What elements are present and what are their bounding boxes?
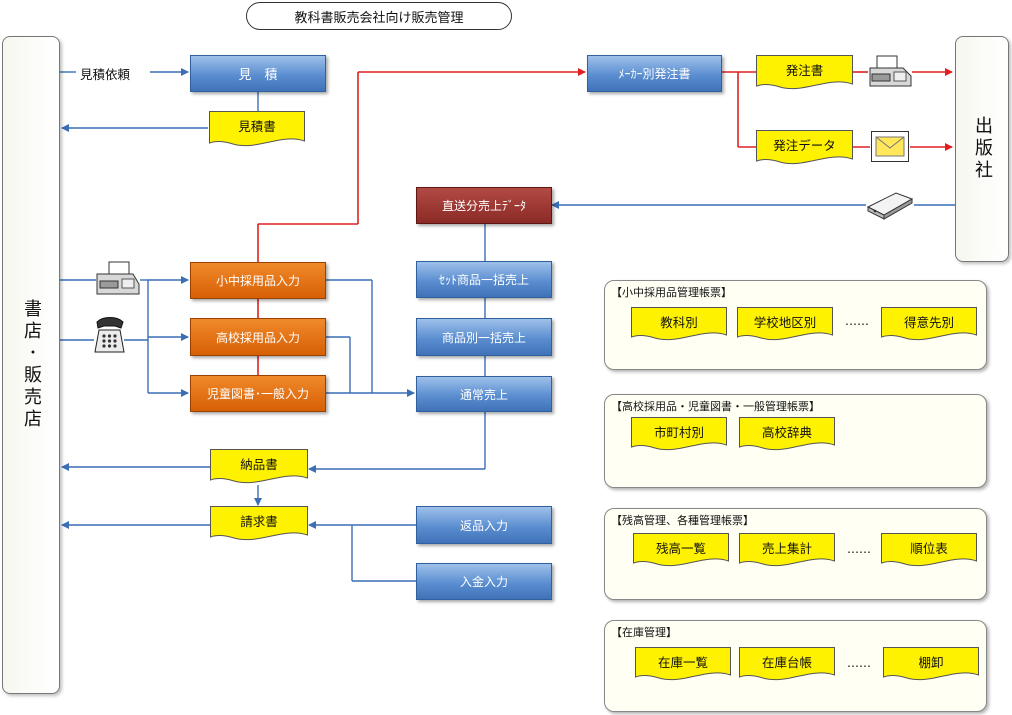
envelope-icon bbox=[871, 131, 909, 162]
report-item[interactable]: 在庫一覧 bbox=[635, 647, 731, 683]
estimate-document: 見積書 bbox=[209, 111, 305, 149]
direct-sales-data-process[interactable]: 直送分売上ﾃﾞｰﾀ bbox=[416, 187, 552, 224]
report-item[interactable]: 売上集計 bbox=[739, 533, 835, 569]
panel-title: 【小中採用品管理帳票】 bbox=[611, 286, 732, 299]
general-books-input[interactable]: 児童図書･一般入力 bbox=[190, 375, 326, 412]
delivery-document: 納品書 bbox=[210, 449, 308, 486]
report-item[interactable]: 学校地区別 bbox=[737, 307, 833, 343]
report-item-label: 順位表 bbox=[910, 541, 948, 556]
elementary-adoption-input[interactable]: 小中採用品入力 bbox=[190, 262, 326, 299]
ellipsis: …… bbox=[845, 314, 869, 328]
report-item[interactable]: 得意先別 bbox=[881, 307, 977, 343]
report-item-label: 教科別 bbox=[660, 315, 698, 330]
report-item-label: 在庫一覧 bbox=[657, 655, 708, 670]
invoice-document-label: 請求書 bbox=[240, 514, 278, 529]
report-item-label: 売上集計 bbox=[761, 541, 812, 556]
page-title: 教科書販売会社向け販売管理 bbox=[246, 2, 512, 30]
high-school-adoption-input[interactable]: 高校採用品入力 bbox=[190, 318, 326, 356]
ellipsis: …… bbox=[847, 656, 871, 670]
report-item-label: 得意先別 bbox=[903, 315, 954, 330]
publisher-entity: 出版社 bbox=[955, 36, 1009, 262]
inventory-panel: 【在庫管理】 在庫一覧 在庫台帳 …… 棚卸 bbox=[604, 620, 987, 712]
report-item[interactable]: 高校辞典 bbox=[739, 417, 835, 453]
order-document: 発注書 bbox=[756, 55, 853, 92]
order-data-document: 発注データ bbox=[756, 130, 853, 167]
panel-title: 【在庫管理】 bbox=[611, 626, 677, 639]
phone-icon bbox=[93, 316, 126, 356]
estimate-process[interactable]: 見 積 bbox=[190, 55, 326, 92]
panel-title: 【高校採用品・児童図書・一般管理帳票】 bbox=[611, 400, 820, 413]
report-item[interactable]: 教科別 bbox=[631, 307, 727, 343]
order-document-label: 発注書 bbox=[785, 63, 824, 78]
report-item-label: 在庫台帳 bbox=[761, 655, 812, 670]
estimate-document-label: 見積書 bbox=[238, 119, 276, 134]
report-item[interactable]: 在庫台帳 bbox=[739, 647, 835, 683]
balance-reports-panel: 【残高管理、各種管理帳票】 残高一覧 売上集計 …… 順位表 bbox=[604, 508, 987, 600]
product-sales-process[interactable]: 商品別一括売上 bbox=[416, 318, 552, 356]
normal-sales-process[interactable]: 通常売上 bbox=[416, 376, 552, 412]
order-data-label: 発注データ bbox=[773, 138, 836, 153]
invoice-document: 請求書 bbox=[210, 506, 308, 543]
modem-icon bbox=[866, 185, 914, 221]
panel-title: 【残高管理、各種管理帳票】 bbox=[611, 514, 754, 527]
payment-input[interactable]: 入金入力 bbox=[416, 563, 552, 600]
report-item[interactable]: 市町村別 bbox=[631, 417, 727, 453]
report-item-label: 残高一覧 bbox=[655, 541, 706, 556]
highschool-reports-panel: 【高校採用品・児童図書・一般管理帳票】 市町村別 高校辞典 bbox=[604, 394, 987, 488]
returns-input[interactable]: 返品入力 bbox=[416, 506, 552, 544]
estimate-request-label: 見積依頼 bbox=[80, 64, 131, 83]
elementary-reports-panel: 【小中採用品管理帳票】 教科別 学校地区別 …… 得意先別 bbox=[604, 280, 987, 370]
set-product-sales-process[interactable]: ｾｯﾄ商品一括売上 bbox=[416, 261, 552, 298]
report-item-label: 市町村別 bbox=[653, 425, 704, 440]
bookstore-entity: 書店･販売店 bbox=[2, 36, 60, 694]
report-item-label: 学校地区別 bbox=[753, 315, 817, 330]
report-item[interactable]: 残高一覧 bbox=[633, 533, 729, 569]
delivery-document-label: 納品書 bbox=[240, 457, 278, 472]
report-item[interactable]: 棚卸 bbox=[883, 647, 979, 683]
report-item-label: 高校辞典 bbox=[761, 425, 812, 440]
fax-icon bbox=[867, 54, 913, 90]
report-item[interactable]: 順位表 bbox=[881, 533, 977, 569]
fax-icon bbox=[95, 260, 141, 298]
maker-order-process[interactable]: ﾒｰｶｰ別発注書 bbox=[587, 55, 722, 92]
ellipsis: …… bbox=[847, 542, 871, 556]
report-item-label: 棚卸 bbox=[918, 655, 944, 670]
